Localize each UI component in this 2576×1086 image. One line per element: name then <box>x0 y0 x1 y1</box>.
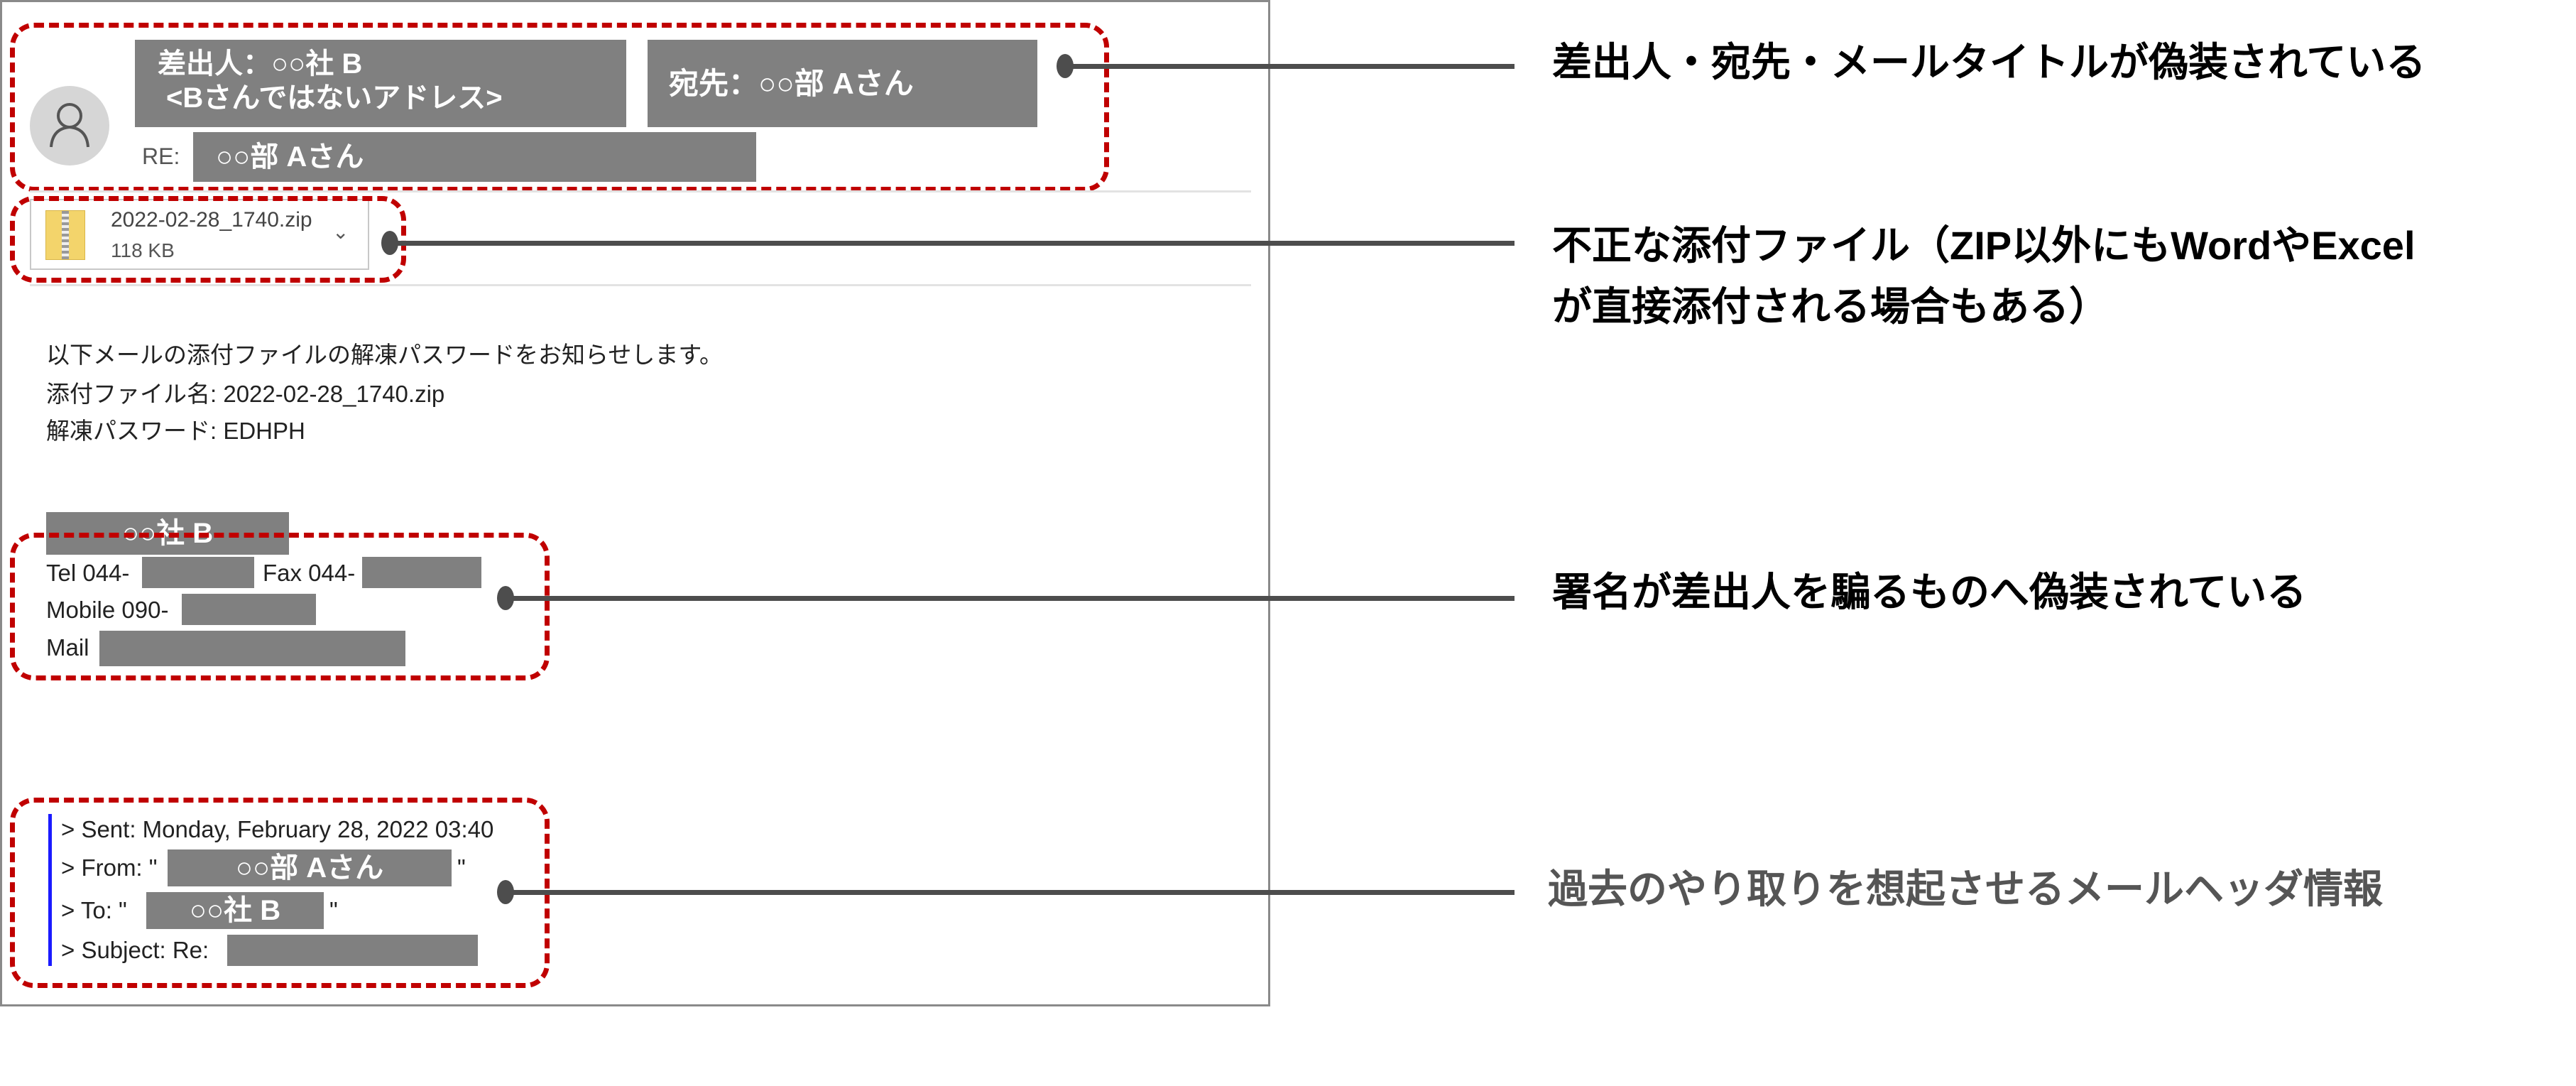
subject-redaction <box>227 935 478 966</box>
divider <box>30 190 1251 192</box>
zip-file-icon <box>45 210 85 260</box>
person-icon <box>50 103 89 148</box>
signature-tel: Tel 044- <box>46 560 130 586</box>
subject-redaction: ○○部 Aさん <box>193 132 756 182</box>
fax-redaction <box>362 557 481 588</box>
callout-line <box>1065 64 1515 69</box>
quoted-sent: > Sent: Monday, February 28, 2022 03:40 <box>61 816 494 842</box>
callout-line <box>506 890 1515 895</box>
highlight-signature <box>10 533 550 680</box>
quoted-subject-label: > Subject: Re: <box>61 937 209 963</box>
callout-malicious-attachment-line2: が直接添付される場合もある） <box>1552 284 2109 329</box>
callout-spoofed-header: 差出人・宛先・メールタイトルが偽装されている <box>1552 40 2426 85</box>
attachment-size: 118 KB <box>111 239 175 261</box>
chevron-down-icon[interactable]: ⌄ <box>332 221 349 243</box>
quote-mark: " <box>457 854 466 881</box>
callout-malicious-attachment-line1: 不正な添付ファイル（ZIP以外にもWordやExcel <box>1552 223 2416 268</box>
sender-address-line: <Bさんではないアドレス> <box>166 82 503 114</box>
avatar <box>30 86 109 165</box>
callout-line <box>390 241 1515 246</box>
attachment-chip[interactable]: 2022-02-28_1740.zip 118 KB ⌄ <box>30 199 369 270</box>
divider <box>30 284 1251 286</box>
signature-mobile: Mobile 090- <box>46 597 169 623</box>
quoted-from-label: > From: " <box>61 854 158 881</box>
quoted-to-label: > To: " <box>61 897 127 923</box>
highlight-header <box>10 23 1109 192</box>
sender-line: 差出人：○○社 B <box>158 48 363 80</box>
callout-quoted-header: 過去のやり取りを想起させるメールヘッダ情報 <box>1548 867 2383 911</box>
recipient-redaction: 宛先：○○部 Aさん <box>648 40 1037 127</box>
from-redaction: ○○部 Aさん <box>168 849 452 886</box>
subject-prefix: RE: <box>142 143 180 169</box>
callout-line <box>506 596 1515 601</box>
callout-spoofed-signature: 署名が差出人を騙るものへ偽装されている <box>1552 570 2307 614</box>
signature-fax: Fax 044- <box>263 560 356 586</box>
quote-mark: " <box>329 897 338 923</box>
body-line: 以下メールの添付ファイルの解凍パスワードをお知らせします。 <box>46 342 724 368</box>
to-redaction: ○○社 B <box>146 892 324 929</box>
body-line: 解凍パスワード: EDHPH <box>46 418 305 444</box>
mobile-redaction <box>182 594 316 625</box>
email-window <box>0 0 1270 1006</box>
mail-redaction <box>99 631 405 666</box>
attachment-filename: 2022-02-28_1740.zip <box>111 208 312 232</box>
highlight-quoted-header <box>10 798 550 988</box>
body-line: 添付ファイル名: 2022-02-28_1740.zip <box>46 381 445 407</box>
quote-bar <box>48 814 52 966</box>
tel-redaction <box>142 557 254 588</box>
signature-mail: Mail <box>46 634 89 661</box>
sender-redaction: 差出人：○○社 B <Bさんではないアドレス> <box>135 40 626 127</box>
highlight-attachment <box>10 196 406 283</box>
